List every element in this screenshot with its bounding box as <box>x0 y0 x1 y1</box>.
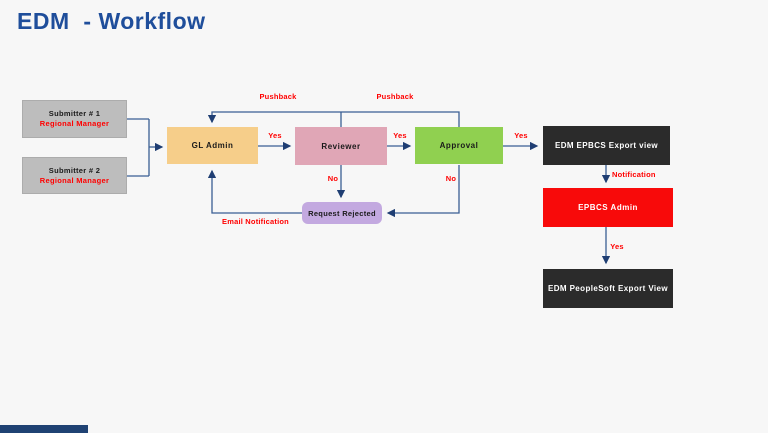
node-epbcs-admin: EPBCS Admin <box>543 188 673 227</box>
submitter-1-role: Regional Manager <box>39 119 110 128</box>
node-request-rejected: Request Rejected <box>302 202 382 224</box>
node-approval: Approval <box>415 127 503 164</box>
label-yes-gl-to-reviewer: Yes <box>268 131 282 140</box>
label-yes-reviewer-to-approval: Yes <box>393 131 407 140</box>
reviewer-label: Reviewer <box>321 141 361 151</box>
footer-accent-bar <box>0 425 88 433</box>
request-rejected-label: Request Rejected <box>308 208 376 218</box>
node-submitter-1: Submitter # 1 Regional Manager <box>22 100 127 138</box>
node-edm-epbcs-export: EDM EPBCS Export view <box>543 126 670 165</box>
label-no-approval: No <box>445 174 457 183</box>
edm-peoplesoft-export-label: EDM PeopleSoft Export View <box>547 284 669 293</box>
edge-approval-no <box>386 165 460 218</box>
label-yes-admin-to-peoplesoft: Yes <box>610 242 624 251</box>
epbcs-admin-label: EPBCS Admin <box>578 203 638 212</box>
label-pushback-reviewer: Pushback <box>259 92 297 101</box>
edge-pushback-main <box>207 111 460 127</box>
submitter-1-name: Submitter # 1 <box>48 109 101 118</box>
node-edm-peoplesoft-export: EDM PeopleSoft Export View <box>543 269 673 308</box>
page-title: EDM - Workflow <box>17 8 206 34</box>
edm-epbcs-export-label: EDM EPBCS Export view <box>554 141 659 150</box>
label-yes-approval-to-export: Yes <box>514 131 528 140</box>
node-gl-admin: GL Admin <box>167 127 258 164</box>
approval-label: Approval <box>439 141 479 150</box>
label-no-reviewer: No <box>327 174 339 183</box>
submitter-2-role: Regional Manager <box>39 175 110 185</box>
submitter-2-name: Submitter # 2 <box>48 165 101 175</box>
node-submitter-2: Submitter # 2 Regional Manager <box>22 157 127 194</box>
label-pushback-approval: Pushback <box>376 92 414 101</box>
gl-admin-label: GL Admin <box>191 141 234 150</box>
label-notification: Notification <box>612 170 656 179</box>
label-email-notification: Email Notification <box>222 217 289 226</box>
edge-email-notification <box>207 169 302 214</box>
node-reviewer: Reviewer <box>295 127 387 165</box>
